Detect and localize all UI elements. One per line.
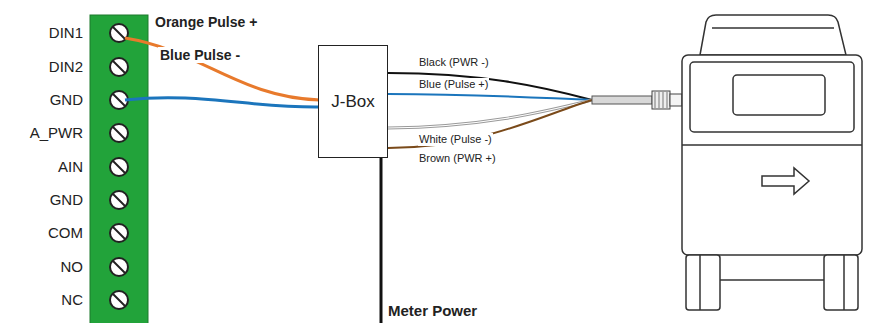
screw-slot	[113, 127, 125, 139]
screw-head	[110, 158, 128, 176]
pin-label: DIN2	[49, 58, 83, 75]
meter-power-wire	[380, 158, 383, 323]
white-wire-core	[388, 100, 592, 128]
gland-ridges	[655, 92, 667, 108]
pin-label: AIN	[58, 158, 83, 175]
screw-slot	[113, 161, 125, 173]
gland-ridge	[659, 92, 660, 108]
gland-ridge	[667, 92, 668, 108]
pin-label: GND	[50, 191, 83, 208]
pin-label: NO	[61, 258, 84, 275]
orange-wire	[125, 38, 320, 100]
wire-label: White (Pulse -)	[418, 133, 493, 146]
screw-slot	[113, 94, 125, 106]
box-label: J-Box	[331, 92, 374, 112]
power-label: Meter Power	[386, 302, 479, 319]
screw-head	[110, 58, 128, 76]
terminal-screws	[110, 24, 128, 309]
pin-label: DIN1	[49, 24, 83, 41]
black-wire	[388, 73, 592, 100]
screw-slot	[113, 61, 125, 73]
wire-label: Brown (PWR +)	[418, 152, 497, 165]
pin-label: COM	[48, 224, 83, 241]
junction-box: J-Box	[318, 45, 388, 158]
wire-label: Blue (Pulse +)	[418, 78, 489, 91]
gland-base	[670, 94, 682, 106]
screw-head	[110, 191, 128, 209]
screw-slot	[113, 27, 125, 39]
gland-ridge	[663, 92, 664, 108]
wire-label: Blue Pulse -	[158, 47, 242, 63]
white-wire	[388, 100, 592, 128]
meter-cable	[592, 96, 652, 104]
terminal-block	[90, 15, 148, 323]
screw-slot	[113, 227, 125, 239]
brown-wire	[388, 100, 592, 148]
screw-slot	[113, 261, 125, 273]
screw-head	[110, 258, 128, 276]
pin-label: NC	[61, 291, 83, 308]
pin-label: GND	[50, 91, 83, 108]
screw-slot	[113, 294, 125, 306]
screw-head	[110, 291, 128, 309]
flow-meter	[682, 15, 862, 310]
wire-label: Black (PWR -)	[418, 56, 490, 69]
screw-head	[110, 124, 128, 142]
blue-meter-wire	[388, 94, 592, 100]
cable-gland	[652, 91, 670, 109]
wire-label: Orange Pulse +	[153, 14, 259, 30]
gland-ridge	[655, 92, 656, 108]
screw-head	[110, 224, 128, 242]
pin-label: A_PWR	[30, 124, 83, 141]
blue-wire	[125, 98, 320, 107]
screw-slot	[113, 194, 125, 206]
